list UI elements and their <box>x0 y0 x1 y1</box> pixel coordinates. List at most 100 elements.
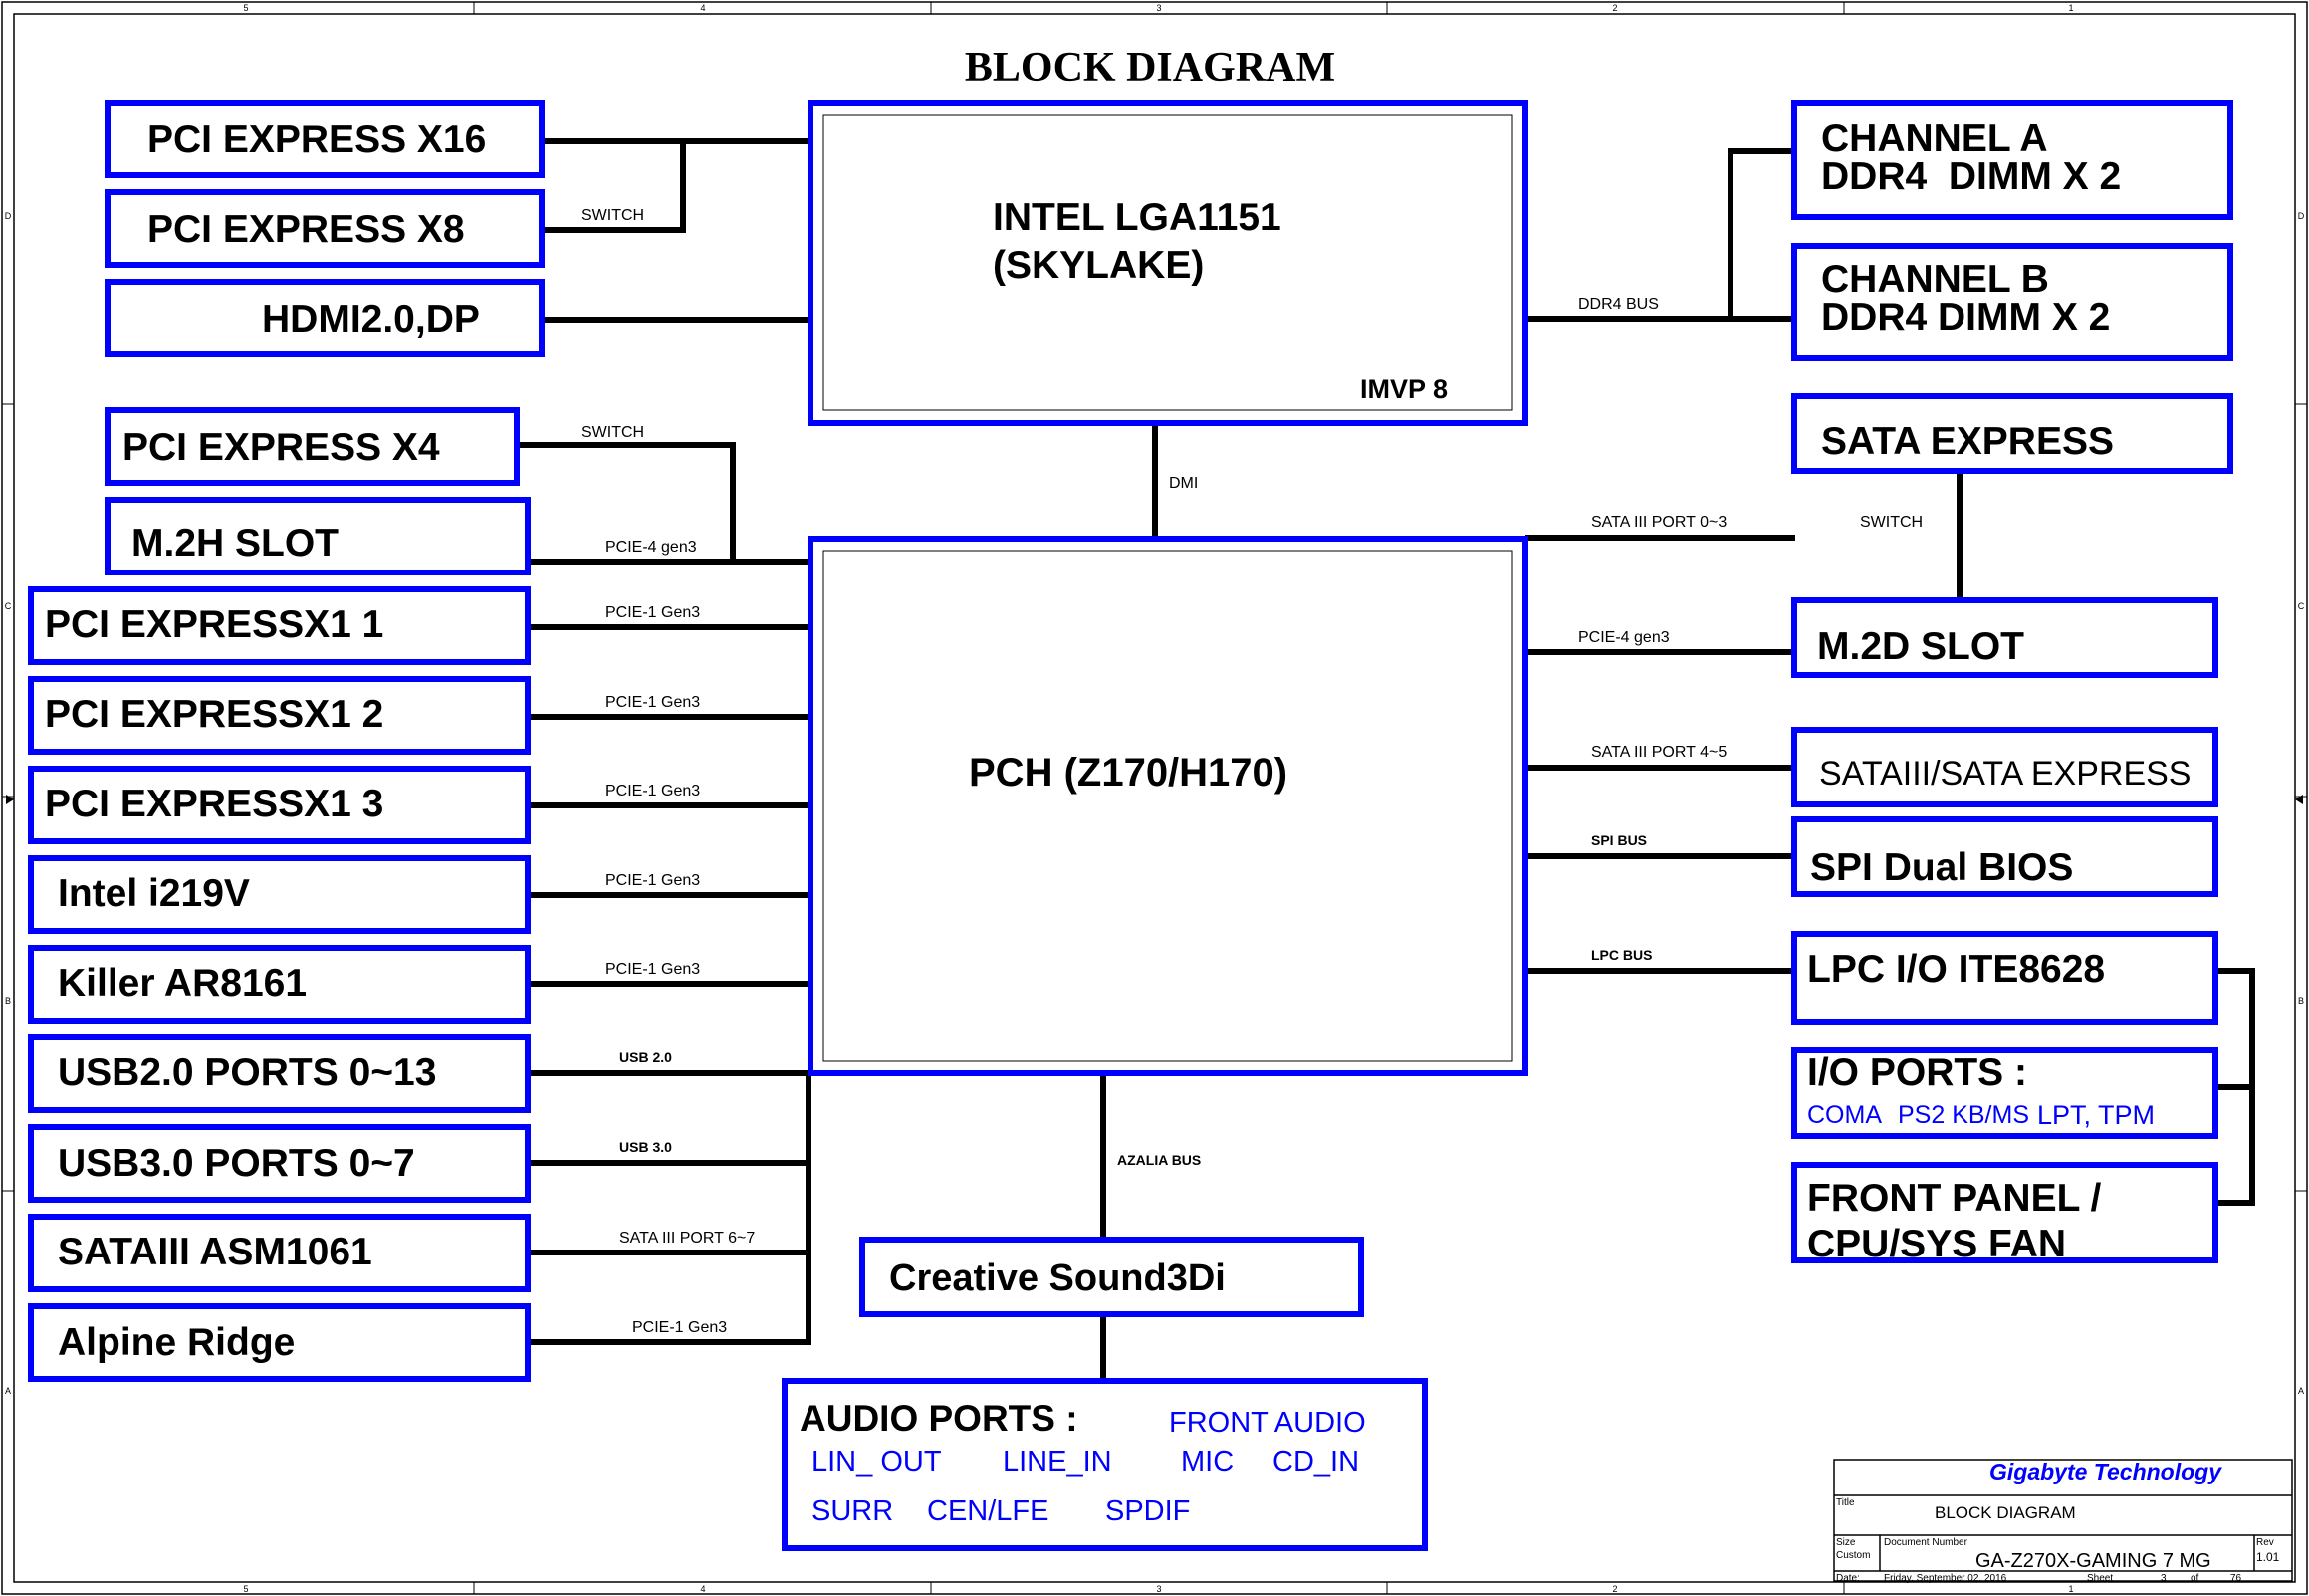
pcie-x1-3-block <box>28 766 531 844</box>
intel-i219v-label: Intel i219V <box>58 872 250 915</box>
usb3-ports-block <box>28 1124 531 1203</box>
cpu-block <box>808 100 1528 426</box>
title-block-sheet-caption: Sheet <box>2087 1573 2113 1584</box>
killer-ar8161-label: Killer AR8161 <box>58 962 307 1005</box>
title-block-sheet-num: 3 <box>2161 1573 2167 1584</box>
io-ports-block <box>1791 1047 2218 1139</box>
front-panel-line1: FRONT PANEL / <box>1807 1177 2102 1220</box>
channel-b-line1: CHANNEL B <box>1821 258 2049 301</box>
bus-label-pcie1-1: PCIE-1 Gen3 <box>605 604 700 621</box>
io-lpt-tpm-label: LPT, TPM <box>2037 1100 2155 1130</box>
title-block-rev-value: 1.01 <box>2256 1550 2280 1564</box>
io-coma-label: COMA <box>1807 1101 1882 1129</box>
spi-dual-bios-label: SPI Dual BIOS <box>1810 846 2073 889</box>
title-block <box>1833 1459 2293 1582</box>
bus-label-pcie1-alpine: PCIE-1 Gen3 <box>632 1319 727 1336</box>
audio-surr-label: SURR <box>811 1495 893 1527</box>
m2h-slot-block <box>105 497 531 575</box>
cpu-label-line2: (SKYLAKE) <box>993 244 1204 287</box>
sataiii-asm1061-label: SATAIII ASM1061 <box>58 1231 372 1273</box>
bus-label-switch-x4: SWITCH <box>581 424 644 441</box>
hdmi-dp-label: HDMI2.0,DP <box>262 298 480 341</box>
sataiii-asm1061-block <box>28 1214 531 1292</box>
bus-label-sata45: SATA III PORT 4~5 <box>1591 744 1727 761</box>
title-block-of-caption: of <box>2191 1573 2199 1584</box>
creative-sound-block <box>859 1237 1364 1317</box>
title-block-size-caption: Size <box>1836 1537 1856 1548</box>
bus-label-azalia: AZALIA BUS <box>1117 1152 1201 1168</box>
m2d-slot-block <box>1791 597 2218 678</box>
title-block-sheet-total: 76 <box>2230 1573 2242 1584</box>
left-tick-d: D <box>5 211 12 221</box>
pcie-x1-2-label: PCI EXPRESSX1 2 <box>45 693 383 736</box>
pcie-x1-1-block <box>28 586 531 665</box>
io-ports-label: I/O PORTS : <box>1807 1051 2027 1094</box>
lpc-io-label: LPC I/O ITE8628 <box>1807 948 2105 991</box>
pcie-x1-2-block <box>28 676 531 755</box>
usb2-ports-block <box>28 1034 531 1113</box>
pcie-x4-label: PCI EXPRESS X4 <box>122 426 440 469</box>
bus-label-ddr4: DDR4 BUS <box>1578 296 1659 313</box>
right-tick-b: B <box>2298 996 2304 1006</box>
bus-label-pcie1-5: PCIE-1 Gen3 <box>605 961 700 978</box>
title-block-company: Gigabyte Technology <box>1989 1459 2222 1484</box>
pcie-x4-block <box>105 407 520 486</box>
bottom-tick-4: 4 <box>700 1584 705 1594</box>
bus-label-sata03: SATA III PORT 0~3 <box>1591 514 1727 531</box>
pcie-x16-label: PCI EXPRESS X16 <box>147 118 486 161</box>
audio-cd-in-label: CD_IN <box>1272 1446 1359 1478</box>
audio-mic-label: MIC <box>1181 1446 1234 1478</box>
front-panel-block <box>1791 1162 2218 1263</box>
bus-label-switch-right: SWITCH <box>1860 514 1923 531</box>
title-block-title-caption: Title <box>1836 1497 1855 1508</box>
creative-sound-label: Creative Sound3Di <box>889 1257 1226 1299</box>
cpu-label-line1: INTEL LGA1151 <box>993 196 1281 239</box>
pch-inner-frame <box>822 550 1513 1062</box>
killer-ar8161-block <box>28 945 531 1024</box>
title-block-date-value: Friday, September 02, 2016 <box>1884 1573 2007 1584</box>
title-block-size-value: Custom <box>1836 1550 1870 1561</box>
bus-label-spi: SPI BUS <box>1591 832 1647 848</box>
audio-ports-title: AUDIO PORTS : <box>800 1398 1078 1439</box>
audio-ports-block <box>782 1378 1428 1551</box>
audio-lin-out-label: LIN_ OUT <box>811 1446 942 1478</box>
right-tick-c: C <box>2298 601 2305 611</box>
sataiii-sata-express-block <box>1791 727 2218 807</box>
bus-label-pcie1-2: PCIE-1 Gen3 <box>605 694 700 711</box>
top-tick-5: 5 <box>243 3 248 13</box>
cpu-imvp-label: IMVP 8 <box>1360 374 1448 404</box>
hdmi-dp-block <box>105 279 545 357</box>
usb3-ports-label: USB3.0 PORTS 0~7 <box>58 1142 415 1185</box>
m2d-slot-label: M.2D SLOT <box>1817 625 2024 668</box>
pcie-x8-label: PCI EXPRESS X8 <box>147 208 465 251</box>
channel-a-line2: DDR4 DIMM X 2 <box>1821 155 2121 198</box>
bus-label-pcie4-right: PCIE-4 gen3 <box>1578 629 1670 646</box>
lpc-io-block <box>1791 931 2218 1025</box>
bus-label-pcie1-3: PCIE-1 Gen3 <box>605 783 700 799</box>
intel-i219v-block <box>28 855 531 934</box>
title-block-docnum-value: GA-Z270X-GAMING 7 MG <box>1975 1550 2211 1572</box>
title-block-docnum-caption: Document Number <box>1884 1537 1968 1548</box>
inner-frame <box>13 13 2296 1583</box>
alpine-ridge-block <box>28 1303 531 1382</box>
channel-a-block <box>1791 100 2233 220</box>
channel-b-line2: DDR4 DIMM X 2 <box>1821 296 2110 339</box>
bottom-tick-5: 5 <box>243 1584 248 1594</box>
channel-a-line1: CHANNEL A <box>1821 117 2048 160</box>
usb2-ports-label: USB2.0 PORTS 0~13 <box>58 1051 436 1094</box>
audio-line-in-label: LINE_IN <box>1003 1446 1112 1478</box>
bottom-tick-2: 2 <box>1612 1584 1617 1594</box>
pcie-x16-block <box>105 100 545 178</box>
right-arrow-marker <box>2295 795 2303 804</box>
audio-cen-lfe-label: CEN/LFE <box>927 1495 1048 1527</box>
left-tick-c: C <box>5 601 12 611</box>
alpine-ridge-label: Alpine Ridge <box>58 1321 295 1364</box>
pcie-x1-1-label: PCI EXPRESSX1 1 <box>45 603 383 646</box>
title-block-rev-caption: Rev <box>2256 1537 2274 1548</box>
sata-express-label: SATA EXPRESS <box>1821 420 2114 463</box>
cpu-inner-frame <box>822 114 1513 411</box>
spi-dual-bios-block <box>1791 816 2218 897</box>
audio-spdif-label: SPDIF <box>1105 1495 1190 1527</box>
top-tick-1: 1 <box>2068 3 2073 13</box>
